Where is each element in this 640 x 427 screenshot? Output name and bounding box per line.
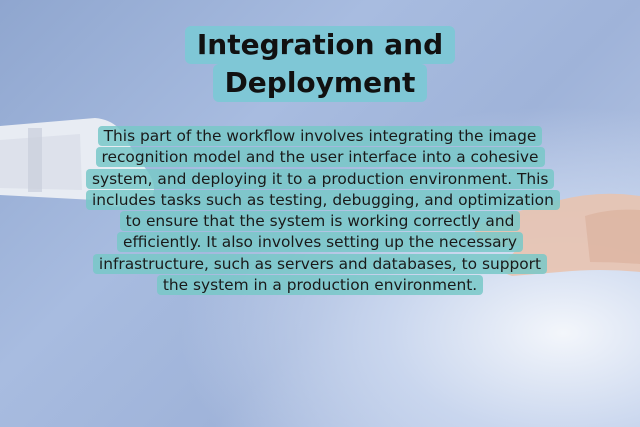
body-paragraph: This part of the workflow involves integ… bbox=[86, 126, 560, 296]
title-block: Integration and Deployment bbox=[0, 26, 640, 102]
page-title-line-1: Integration and bbox=[184, 26, 456, 64]
page-title-line-2: Deployment bbox=[212, 64, 428, 102]
body-block: This part of the workflow involves integ… bbox=[86, 126, 560, 296]
